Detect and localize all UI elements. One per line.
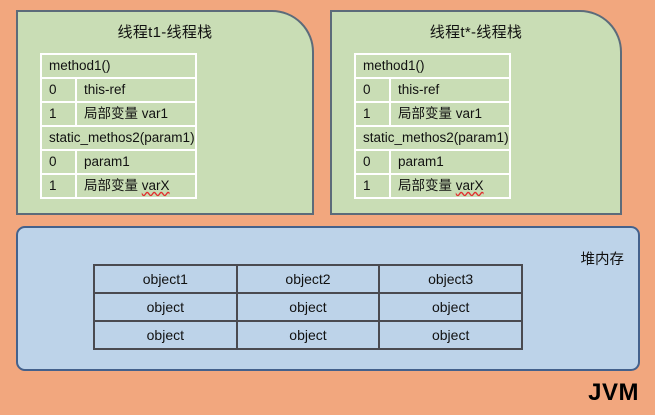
slot-value: 局部变量 var1 bbox=[389, 101, 511, 127]
jvm-label: JVM bbox=[588, 379, 639, 406]
thread-stack-title: 线程t1-线程栈 bbox=[117, 24, 213, 41]
slot-value: this-ref bbox=[389, 77, 511, 103]
stack-frame-name: method1() bbox=[40, 53, 197, 79]
heap-object-cell: object bbox=[378, 320, 523, 350]
heap-object-cell: object bbox=[93, 320, 238, 350]
misspelled-token: varX bbox=[455, 177, 484, 193]
heap-object-cell: object2 bbox=[235, 264, 381, 294]
stack-frame-row: static_methos2(param1) bbox=[354, 125, 511, 151]
slot-value: 局部变量 varX bbox=[75, 173, 197, 199]
stack-frame-row: method1() bbox=[354, 53, 511, 79]
heap-object-cell: object bbox=[235, 292, 381, 322]
slot-value: param1 bbox=[75, 149, 197, 175]
slot-index: 1 bbox=[40, 173, 77, 199]
stack-frame-name: static_methos2(param1) bbox=[40, 125, 197, 151]
slot-value: 局部变量 varX bbox=[389, 173, 511, 199]
heap-memory-label: 堆内存 bbox=[580, 252, 625, 268]
slot-index: 1 bbox=[354, 173, 391, 199]
stack-frame-name: static_methos2(param1) bbox=[354, 125, 511, 151]
misspelled-token: varX bbox=[141, 177, 170, 193]
slot-index: 1 bbox=[354, 101, 391, 127]
slot-index: 0 bbox=[40, 77, 77, 103]
heap-object-cell: object1 bbox=[93, 264, 238, 294]
stack-frame-row: static_methos2(param1) bbox=[40, 125, 197, 151]
slot-index: 0 bbox=[40, 149, 77, 175]
slot-index: 1 bbox=[40, 101, 77, 127]
heap-object-cell: object bbox=[378, 292, 523, 322]
heap-object-cell: object3 bbox=[378, 264, 523, 294]
slot-index: 0 bbox=[354, 77, 391, 103]
slot-index: 0 bbox=[354, 149, 391, 175]
heap-object-cell: object bbox=[93, 292, 238, 322]
slot-value: this-ref bbox=[75, 77, 197, 103]
stack-frame-row: method1() bbox=[40, 53, 197, 79]
thread-stack-title: 线程t*-线程栈 bbox=[429, 24, 523, 41]
slot-value: 局部变量 var1 bbox=[75, 101, 197, 127]
stack-frame-name: method1() bbox=[354, 53, 511, 79]
slot-value: param1 bbox=[389, 149, 511, 175]
heap-object-cell: object bbox=[235, 320, 381, 350]
